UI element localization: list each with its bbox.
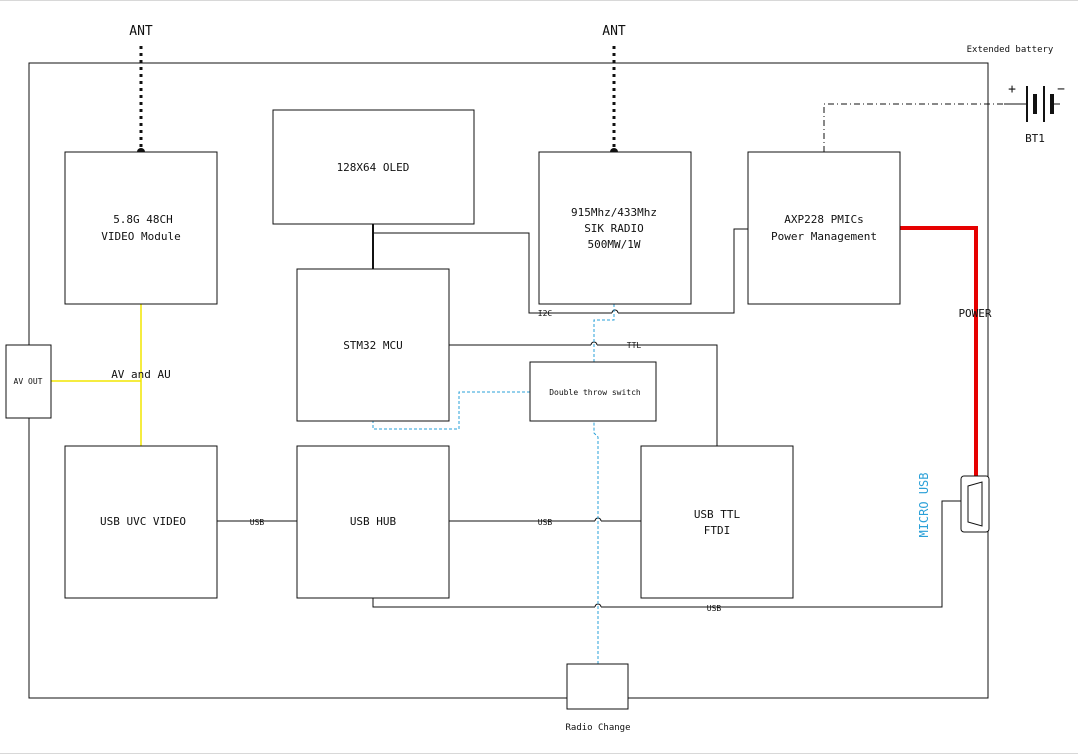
- power-line: [900, 226, 978, 476]
- sik-radio-box: [538, 151, 692, 305]
- i2c-label: I2C: [538, 309, 553, 318]
- ttl-label: TTL: [627, 341, 642, 350]
- usb-ttl-line2: FTDI: [704, 524, 731, 537]
- oled-box: [272, 109, 475, 225]
- sik-radio-line3: 500MW/1W: [588, 238, 641, 251]
- stm32-switch-signal: [372, 391, 530, 430]
- battery-line: [823, 103, 1004, 152]
- battery-minus-label: −: [1057, 82, 1065, 97]
- av-out-label: AV OUT: [14, 377, 43, 386]
- oled-label: 128X64 OLED: [337, 161, 410, 174]
- ttl-hop: [590, 341, 598, 346]
- usb-bottom-line-left: [372, 598, 595, 608]
- usb-ttl-ftdi-box: [640, 445, 794, 599]
- radio-change-label: Radio Change: [565, 723, 630, 733]
- i2c-bus-left: [373, 232, 612, 314]
- battery-icon: [1004, 86, 1060, 122]
- radio-change-box: [566, 663, 629, 710]
- antenna-right-label: ANT: [602, 24, 626, 39]
- extended-battery-label: Extended battery: [967, 45, 1054, 55]
- video-module-line1: 5.8G 48CH: [113, 213, 173, 226]
- usb-hub-ftdi-label: USB: [538, 518, 553, 527]
- ttl-line-right: [597, 344, 718, 446]
- stm32-label: STM32 MCU: [343, 339, 403, 352]
- usb-ttl-line1: USB TTL: [694, 508, 741, 521]
- switch-label: Double throw switch: [549, 388, 641, 397]
- switch-radio-signal: [593, 304, 615, 362]
- i2c-bus-right: [618, 228, 748, 314]
- micro-usb-port-shape: [967, 481, 983, 527]
- usb-hub-label: USB HUB: [350, 515, 397, 528]
- usb-uvc-video-box: [64, 445, 218, 599]
- micro-usb-label: MICRO USB: [917, 472, 931, 537]
- usb-bottom-label: USB: [707, 604, 722, 613]
- power-label: POWER: [958, 307, 991, 320]
- battery-ref-label: BT1: [1025, 132, 1045, 145]
- battery-plus-label: +: [1008, 82, 1016, 97]
- stm32-box: [296, 268, 450, 422]
- video-module-line2: VIDEO Module: [101, 230, 180, 243]
- pmic-box: [747, 151, 901, 305]
- pmic-line2: Power Management: [771, 230, 877, 243]
- usb-uvc-hub-label: USB: [250, 518, 265, 527]
- antenna-left-label: ANT: [129, 24, 153, 39]
- av-au-label: AV and AU: [111, 368, 171, 381]
- sik-radio-line2: SIK RADIO: [584, 222, 644, 235]
- usb-hub-box: [296, 445, 450, 599]
- usb-uvc-video-label: USB UVC VIDEO: [100, 515, 186, 528]
- video-module-box: [64, 151, 218, 305]
- av-out-box: [5, 344, 52, 419]
- pmic-line1: AXP228 PMICs: [784, 213, 863, 226]
- i2c-hop: [611, 309, 619, 314]
- usb-bottom-line-right: [601, 500, 962, 608]
- double-throw-switch-box: [529, 361, 657, 422]
- usb-bottom-hop: [594, 603, 602, 608]
- sik-radio-line1: 915Mhz/433Mhz: [571, 206, 657, 219]
